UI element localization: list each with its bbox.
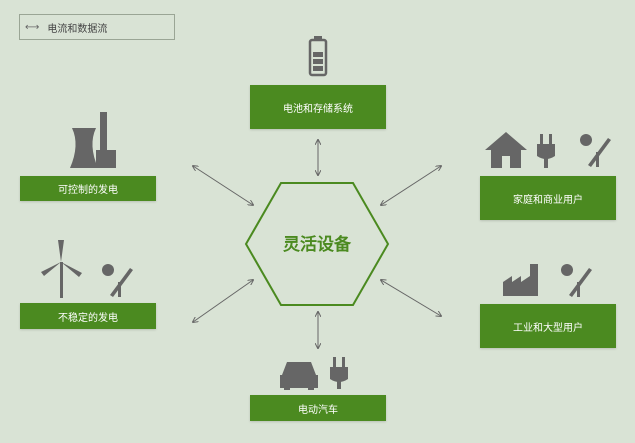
center-hexagon — [244, 182, 390, 306]
node-ev: 电动汽车 — [250, 395, 386, 421]
arrow-industrial — [381, 280, 441, 316]
cooling-tower-icon — [70, 112, 116, 168]
legend-label: 电流和数据流 — [47, 23, 108, 35]
node-storage: 电池和存储系统 — [250, 85, 386, 129]
node-industrial: 工业和大型用户 — [480, 304, 616, 348]
node-controllable: 可控制的发电 — [20, 176, 156, 201]
arrow-unstable — [193, 280, 253, 322]
legend: ⟷ 电流和数据流 — [19, 14, 175, 40]
plug-icon — [330, 357, 348, 389]
factory-icon — [503, 264, 538, 296]
solar-icon — [102, 264, 133, 297]
arrow-controllable — [193, 166, 253, 205]
arrow-residential — [381, 166, 441, 205]
solar-icon — [561, 264, 592, 297]
node-residential: 家庭和商业用户 — [480, 176, 616, 220]
wind-turbine-icon — [41, 240, 82, 298]
car-icon — [280, 362, 318, 390]
battery-icon — [308, 36, 328, 77]
double-arrow-icon: ⟷ — [25, 21, 40, 33]
solar-icon — [580, 134, 611, 167]
house-icon — [485, 132, 527, 168]
center-label: 灵活设备 — [283, 235, 351, 255]
plug-icon — [537, 134, 555, 168]
node-unstable: 不稳定的发电 — [20, 303, 156, 329]
